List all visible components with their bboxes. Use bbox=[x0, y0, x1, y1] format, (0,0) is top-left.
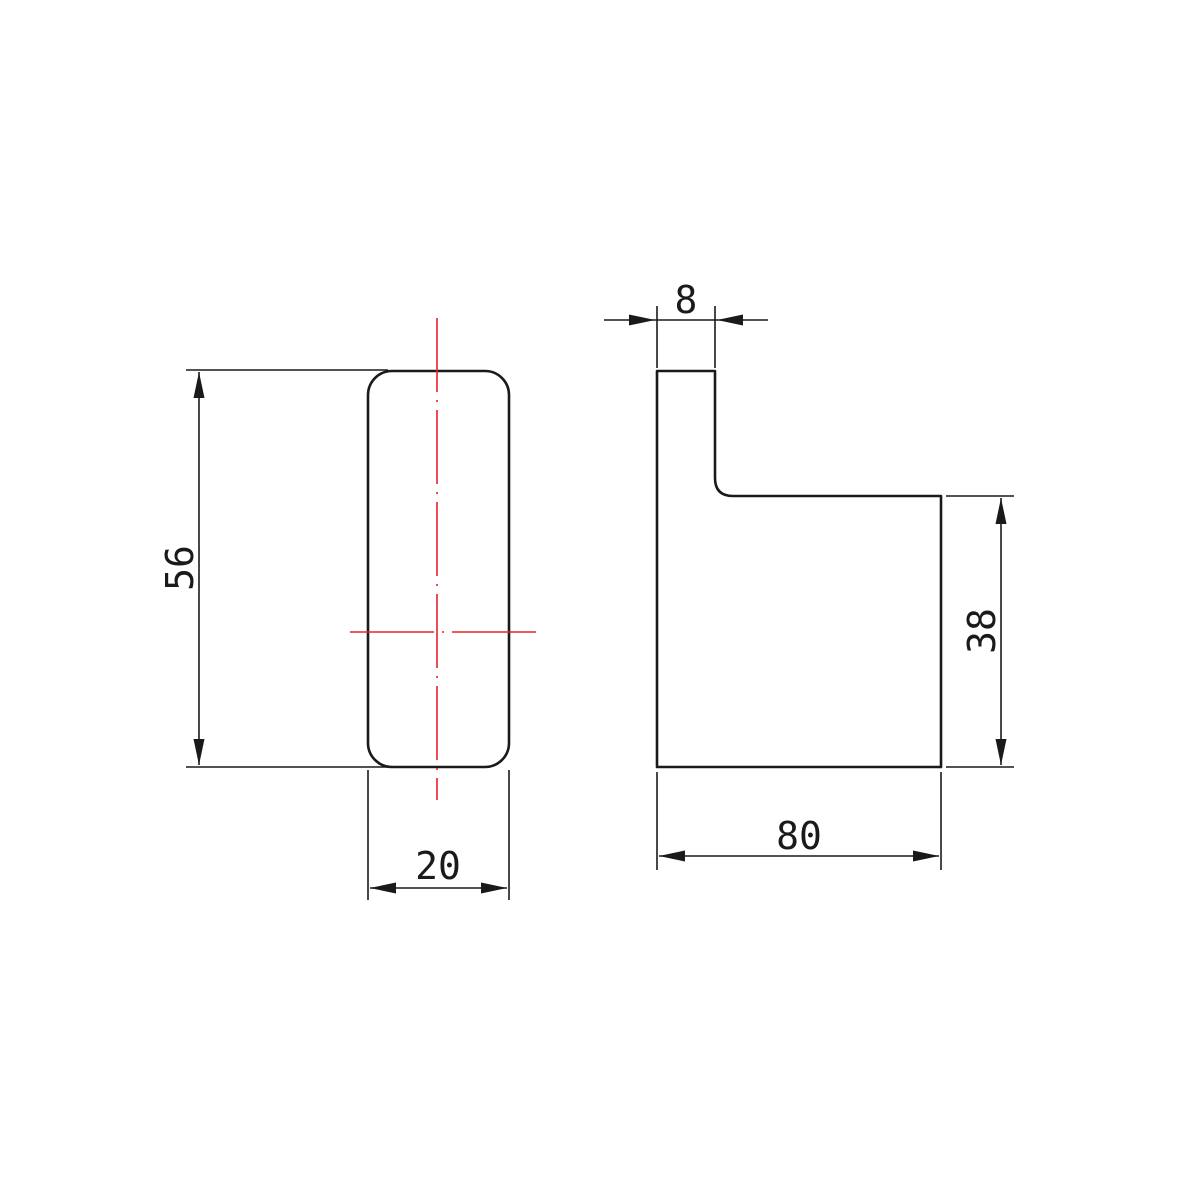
dimension-side-thickness: 8 bbox=[604, 278, 768, 368]
dimension-side-height: 38 bbox=[946, 495, 1014, 768]
side-view bbox=[655, 369, 943, 769]
arrow-right bbox=[629, 314, 655, 326]
front-view bbox=[350, 318, 540, 800]
side-view-outline bbox=[655, 369, 943, 769]
dimension-label-front-width: 20 bbox=[415, 844, 461, 888]
dimension-label-side-height: 38 bbox=[960, 608, 1004, 654]
arrow-left bbox=[370, 882, 396, 894]
arrow-left bbox=[717, 314, 743, 326]
dimension-front-width: 20 bbox=[367, 770, 510, 900]
dimension-side-length: 80 bbox=[656, 772, 942, 870]
arrow-up bbox=[995, 498, 1007, 524]
dimension-label-front-height: 56 bbox=[158, 545, 202, 591]
arrow-right bbox=[481, 882, 507, 894]
dimension-label-side-thickness: 8 bbox=[675, 278, 698, 322]
arrow-right bbox=[913, 850, 939, 862]
dimension-label-side-length: 80 bbox=[776, 814, 822, 858]
arrow-up bbox=[193, 372, 205, 398]
arrow-down bbox=[995, 739, 1007, 765]
dimension-front-height: 56 bbox=[158, 369, 388, 768]
arrow-down bbox=[193, 739, 205, 765]
arrow-left bbox=[659, 850, 685, 862]
front-view-outline bbox=[366, 369, 511, 769]
